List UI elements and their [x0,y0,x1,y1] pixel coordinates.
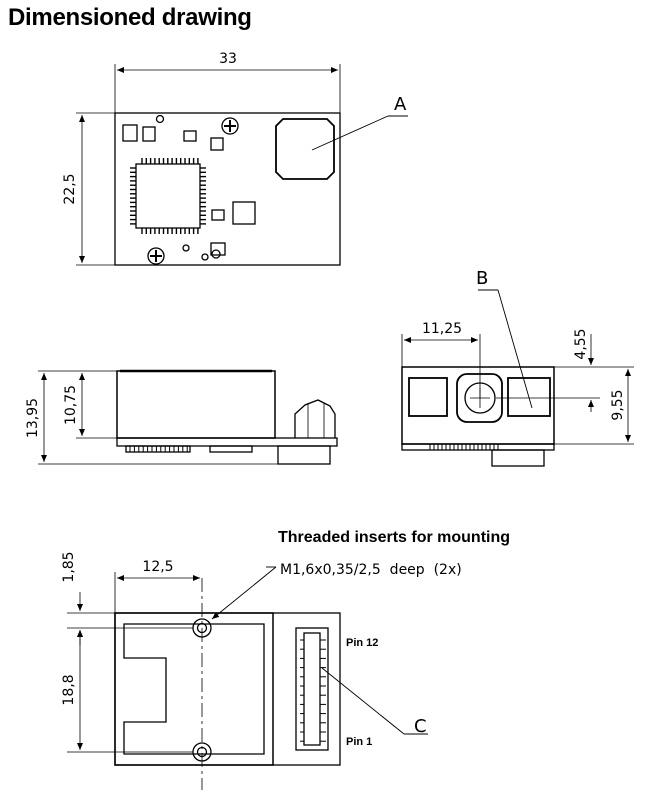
front-window-left [408,377,448,417]
edge-dimension: 1,85 [61,551,77,582]
thread-note: M1,6x0,35/2,5 deep (2x) [280,562,462,578]
top-view [76,64,408,266]
screw-icon [147,247,165,265]
pin-1-label: Pin 1 [346,736,372,748]
callout-c-leader [321,667,405,735]
callout-c: C [414,716,427,737]
height-dimension: 22,5 [62,173,78,204]
callout-b: B [476,268,488,289]
upper-dimension: 4,55 [573,328,589,359]
component-a [275,118,335,180]
body-height-dimension: 10,75 [63,385,79,425]
pcb-outline [114,112,341,266]
callout-a-leader [311,115,389,151]
callout-a: A [394,94,407,115]
housing-body [116,370,276,439]
front-view [401,289,634,467]
page-title: Dimensioned drawing [8,4,252,31]
pin-12-label: Pin 12 [346,637,378,649]
screw-icon [221,117,239,135]
bottom-view [67,566,428,790]
pcb-edge [116,437,338,447]
overall-height-dimension: 13,95 [25,398,41,438]
chip [135,163,201,229]
front-window-right [507,377,551,417]
side-view [38,369,338,465]
bottom-outline [114,612,341,766]
lens-offset-dimension: 11,25 [422,321,462,337]
spacing-dimension: 18,8 [61,674,77,705]
recess-outline [123,623,265,755]
mounting-heading: Threaded inserts for mounting [278,529,510,546]
connector [295,627,329,751]
thread-note-leader [211,566,277,620]
width-dimension: 33 [219,51,237,67]
offset-dimension: 12,5 [142,559,173,575]
housing-footprint [114,612,274,766]
center-height-dimension: 9,55 [610,389,626,420]
callout-b-leader [497,289,533,409]
